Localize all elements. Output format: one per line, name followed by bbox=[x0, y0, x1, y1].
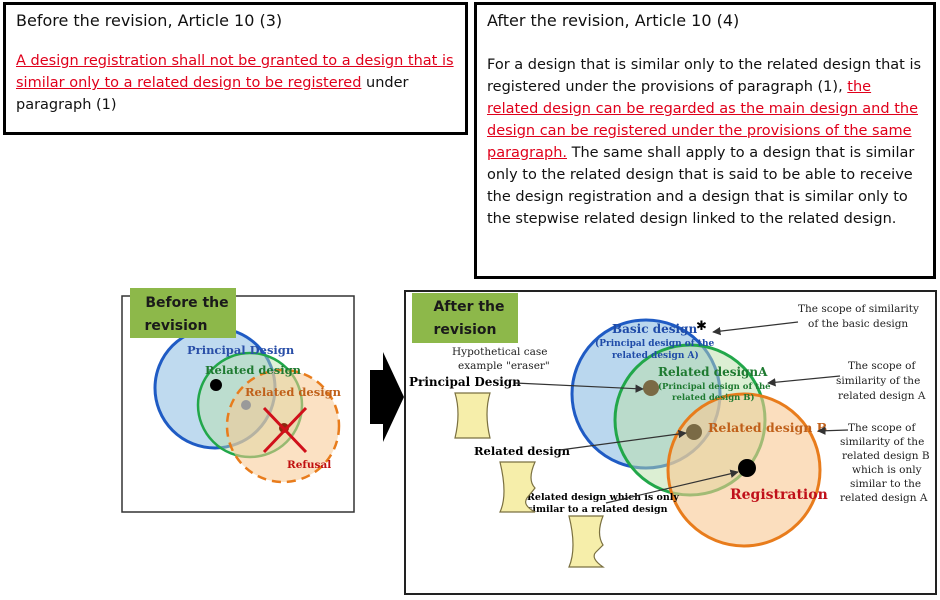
before-revision-text: A design registration shall not be grant… bbox=[16, 50, 455, 116]
hypothetical-line2: example "eraser" bbox=[458, 360, 550, 372]
hypothetical-line1: Hypothetical case bbox=[452, 346, 547, 358]
eraser-icon-principal bbox=[454, 392, 491, 439]
scope-b-line5: similar to the bbox=[850, 478, 921, 490]
related-design-label: Related design bbox=[474, 444, 571, 458]
right-tag-line1: After the bbox=[433, 299, 504, 315]
basic-star-icon: ✱ bbox=[696, 319, 707, 334]
scope-basic-line1: The scope of similarity bbox=[798, 303, 919, 315]
arrow-scope-b bbox=[817, 426, 849, 435]
after-text-1: For a design that is similar only to the… bbox=[487, 57, 922, 95]
related-b-dot bbox=[686, 424, 702, 440]
scope-a-line3: related design A bbox=[838, 390, 926, 402]
related-a-sub2: related design B) bbox=[672, 392, 755, 403]
scope-b-line1: The scope of bbox=[848, 422, 917, 434]
left-tag-line2: revision bbox=[144, 318, 207, 334]
before-red-text: A design registration shall not be grant… bbox=[16, 53, 454, 91]
principal-design-label: Principal Design bbox=[409, 375, 521, 389]
left-related-label: Related design bbox=[205, 363, 302, 377]
scope-b-line6: related design A bbox=[840, 492, 928, 504]
arrow-scope-a bbox=[767, 375, 841, 387]
related-only-line2: similar to a related design bbox=[527, 504, 668, 515]
after-revision-title: After the revision, Article 10 (4) bbox=[487, 11, 740, 30]
registration-label: Registration bbox=[730, 487, 828, 503]
basic-design-label: Basic design bbox=[612, 322, 697, 336]
eraser-icon-related-only bbox=[568, 515, 605, 568]
before-black-text: under paragraph (1) bbox=[16, 75, 409, 113]
left-tag-line1: Before the bbox=[145, 295, 228, 311]
basic-sub2: related design A) bbox=[612, 350, 699, 361]
related-only-line1: Related design which is only bbox=[527, 492, 679, 503]
left-related2-label: Related design bbox=[245, 385, 342, 399]
scope-basic-line2: of the basic design bbox=[808, 318, 908, 330]
registration-dot bbox=[738, 459, 756, 477]
left-tag bbox=[130, 288, 236, 338]
arrow-principal bbox=[514, 382, 644, 393]
after-revision-box: After the revision, Article 10 (4) For a… bbox=[474, 2, 936, 279]
related-a-dot bbox=[643, 380, 659, 396]
scope-a-line2: similarity of the bbox=[836, 375, 920, 387]
related-b-label: Related design B bbox=[708, 420, 827, 435]
left-principal-label: Principal Design bbox=[187, 343, 295, 357]
principal-dot bbox=[210, 379, 222, 391]
right-tag bbox=[412, 293, 518, 343]
transition-arrow bbox=[370, 352, 404, 442]
eraser-icon-related bbox=[499, 461, 536, 513]
arrow-related bbox=[559, 429, 687, 451]
related-a-sub1: (Principal design of the bbox=[658, 381, 771, 392]
before-revision-box: Before the revision, Article 10 (3) A de… bbox=[3, 2, 468, 135]
scope-b-line3: related design B bbox=[842, 450, 930, 462]
related-a-label: Related designA bbox=[658, 365, 768, 379]
scope-a-line1: The scope of bbox=[848, 360, 917, 372]
arrow-related-only bbox=[605, 469, 739, 504]
scope-b-line4: which is only bbox=[852, 464, 922, 476]
refusal-label: Refusal bbox=[287, 459, 331, 471]
refusal-cross-line-2 bbox=[262, 406, 308, 454]
basic-sub1: (Principal design of the bbox=[595, 338, 714, 349]
scope-b-line2: similarity of the bbox=[840, 436, 924, 448]
after-text-2: The same shall apply to a design that is… bbox=[487, 145, 915, 227]
arrow-scope-basic bbox=[712, 321, 799, 336]
right-tag-line2: revision bbox=[433, 322, 496, 338]
before-revision-title: Before the revision, Article 10 (3) bbox=[16, 11, 283, 30]
after-red-text: the related design can be regarded as th… bbox=[487, 79, 918, 161]
after-revision-text: For a design that is similar only to the… bbox=[487, 54, 923, 230]
related-dot bbox=[241, 400, 251, 410]
